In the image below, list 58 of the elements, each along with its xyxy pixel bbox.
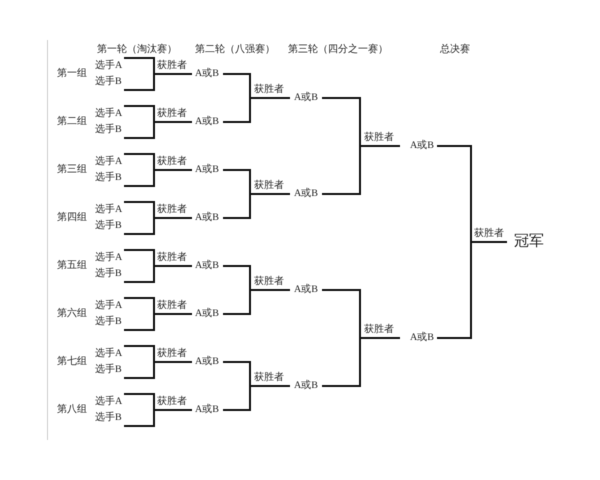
player-label: 选手A	[95, 349, 122, 359]
winner-label: 获胜者	[157, 109, 187, 119]
winner-label: 获胜者	[254, 277, 284, 287]
player-label: 选手B	[95, 413, 122, 423]
result-label: A或B	[294, 189, 318, 199]
winner-label: 获胜者	[254, 181, 284, 191]
result-label: A或B	[195, 309, 219, 319]
winner-label: 获胜者	[474, 229, 504, 239]
player-label: 选手B	[95, 365, 122, 375]
result-label: A或B	[294, 285, 318, 295]
winner-label: 获胜者	[157, 61, 187, 71]
player-label: 选手B	[95, 77, 122, 87]
player-label: 选手B	[95, 125, 122, 135]
player-label: 选手B	[95, 269, 122, 279]
result-label: A或B	[195, 405, 219, 415]
result-label: A或B	[410, 333, 434, 343]
result-label: A或B	[195, 261, 219, 271]
champion-label: 冠军	[514, 234, 544, 250]
result-label: A或B	[195, 213, 219, 223]
winner-label: 获胜者	[157, 157, 187, 167]
result-label: A或B	[195, 165, 219, 175]
winner-label: 获胜者	[157, 253, 187, 263]
group-label: 第八组	[57, 405, 87, 415]
result-label: A或B	[410, 141, 434, 151]
round-heading: 第一轮（淘汰赛）	[97, 45, 177, 55]
result-label: A或B	[195, 117, 219, 127]
winner-label: 获胜者	[157, 205, 187, 215]
group-label: 第六组	[57, 309, 87, 319]
group-label: 第一组	[57, 69, 87, 79]
result-label: A或B	[195, 69, 219, 79]
result-label: A或B	[294, 93, 318, 103]
group-label: 第三组	[57, 165, 87, 175]
player-label: 选手A	[95, 397, 122, 407]
group-label: 第七组	[57, 357, 87, 367]
group-label: 第四组	[57, 213, 87, 223]
result-label: A或B	[294, 381, 318, 391]
player-label: 选手A	[95, 301, 122, 311]
winner-label: 获胜者	[254, 373, 284, 383]
winner-label: 获胜者	[254, 85, 284, 95]
winner-label: 获胜者	[157, 397, 187, 407]
player-label: 选手A	[95, 157, 122, 167]
player-label: 选手B	[95, 173, 122, 183]
round-heading: 第二轮（八强赛）	[195, 45, 275, 55]
winner-label: 获胜者	[364, 133, 394, 143]
player-label: 选手A	[95, 253, 122, 263]
player-label: 选手A	[95, 109, 122, 119]
round-heading: 总决赛	[440, 45, 470, 55]
winner-label: 获胜者	[364, 325, 394, 335]
player-label: 选手A	[95, 205, 122, 215]
player-label: 选手A	[95, 61, 122, 71]
result-label: A或B	[195, 357, 219, 367]
player-label: 选手B	[95, 221, 122, 231]
group-label: 第五组	[57, 261, 87, 271]
round-heading: 第三轮（四分之一赛）	[288, 45, 388, 55]
group-label: 第二组	[57, 117, 87, 127]
player-label: 选手B	[95, 317, 122, 327]
winner-label: 获胜者	[157, 301, 187, 311]
winner-label: 获胜者	[157, 349, 187, 359]
